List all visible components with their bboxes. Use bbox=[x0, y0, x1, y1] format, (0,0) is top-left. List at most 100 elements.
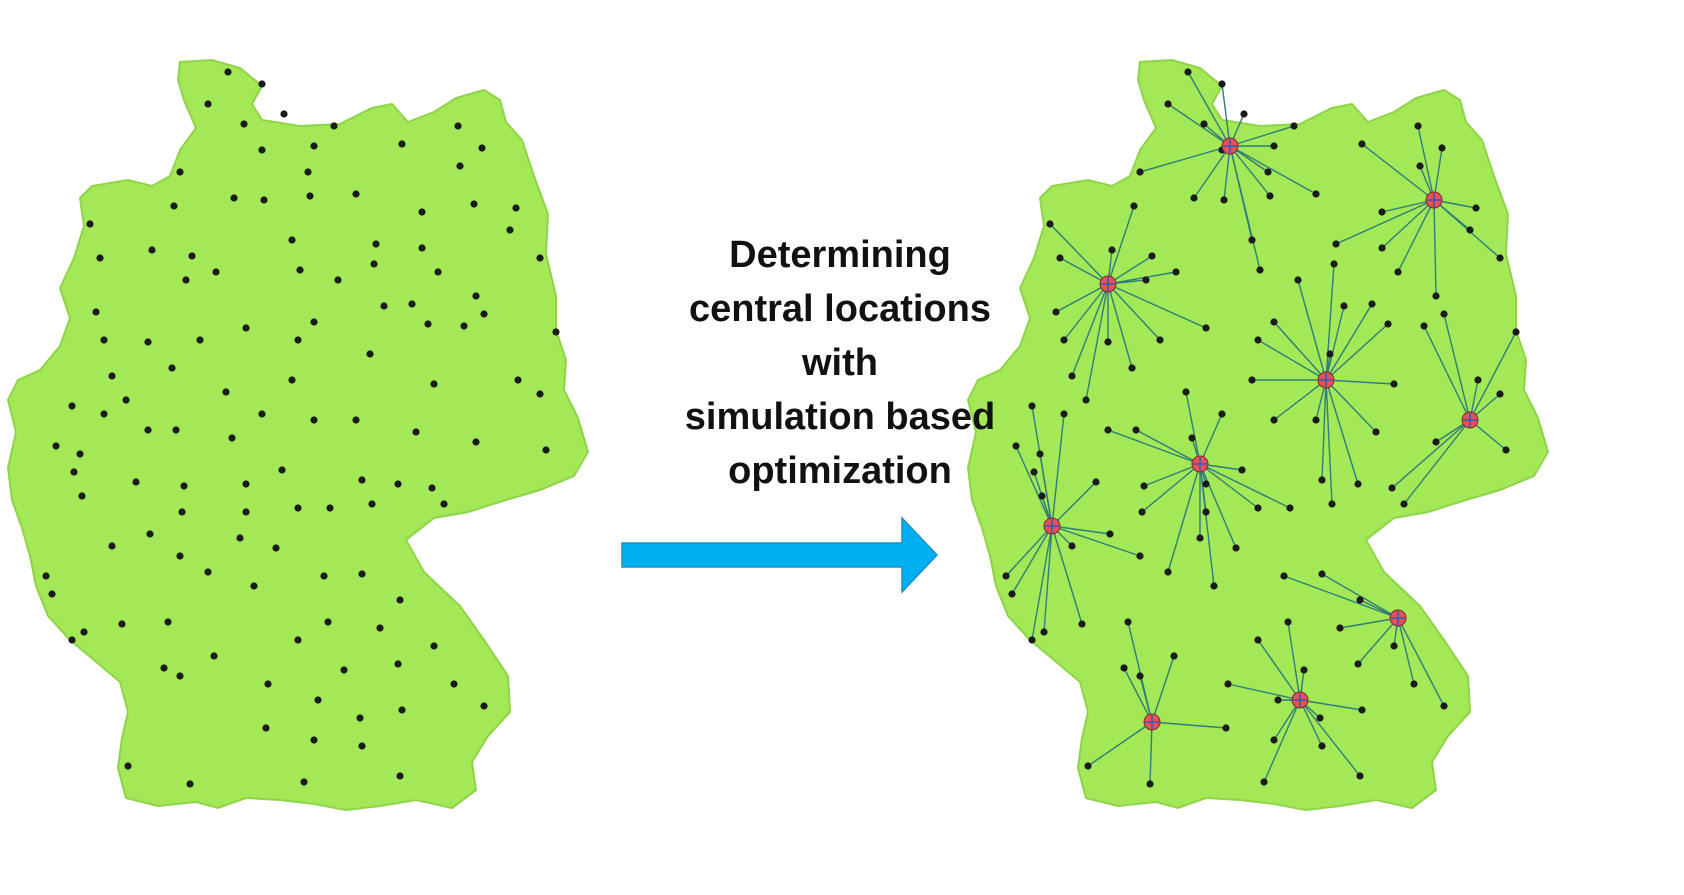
hub-link-line bbox=[1043, 525, 1053, 633]
hub-link-line bbox=[1199, 463, 1259, 509]
location-point bbox=[460, 322, 468, 330]
location-point bbox=[1124, 618, 1132, 626]
location-point bbox=[1496, 254, 1504, 262]
location-point bbox=[1274, 696, 1282, 704]
location-point bbox=[1220, 196, 1228, 204]
location-point bbox=[1438, 144, 1446, 152]
location-point bbox=[1104, 426, 1112, 434]
location-point bbox=[1358, 140, 1366, 148]
location-point bbox=[210, 652, 218, 660]
location-point bbox=[1092, 478, 1100, 486]
hub-link-line bbox=[1381, 199, 1435, 249]
location-point bbox=[1036, 450, 1044, 458]
location-point bbox=[334, 276, 342, 284]
location-point bbox=[440, 500, 448, 508]
hub-link-line bbox=[1051, 525, 1111, 535]
location-point bbox=[264, 680, 272, 688]
location-point bbox=[132, 478, 140, 486]
location-point bbox=[430, 642, 438, 650]
location-point bbox=[68, 402, 76, 410]
location-point bbox=[1248, 236, 1256, 244]
location-point bbox=[358, 570, 366, 578]
location-point bbox=[122, 396, 130, 404]
hub-link-line bbox=[1087, 721, 1153, 767]
hub-link-line bbox=[1257, 639, 1301, 701]
hub-link-line bbox=[1049, 223, 1109, 285]
location-point bbox=[1136, 168, 1144, 176]
hub-link-line bbox=[1397, 617, 1445, 707]
location-point bbox=[434, 268, 442, 276]
location-point bbox=[1082, 396, 1090, 404]
hub-link-line bbox=[1151, 721, 1227, 729]
location-point bbox=[1108, 246, 1116, 254]
location-point bbox=[380, 302, 388, 310]
location-point bbox=[480, 310, 488, 318]
location-point bbox=[1224, 680, 1232, 688]
location-point bbox=[1028, 402, 1036, 410]
location-point bbox=[320, 572, 328, 580]
central-hub-marker bbox=[1221, 137, 1239, 155]
location-point bbox=[1340, 302, 1348, 310]
location-point bbox=[170, 202, 178, 210]
location-point bbox=[68, 636, 76, 644]
location-point bbox=[1384, 320, 1392, 328]
location-point bbox=[1286, 504, 1294, 512]
location-point bbox=[1420, 322, 1428, 330]
caption-line-2: central locations bbox=[689, 288, 991, 330]
location-point bbox=[178, 508, 186, 516]
central-hub-marker bbox=[1291, 691, 1309, 709]
location-point bbox=[294, 504, 302, 512]
location-point bbox=[306, 192, 314, 200]
location-point bbox=[1414, 122, 1422, 130]
location-point bbox=[1156, 336, 1164, 344]
location-point bbox=[294, 636, 302, 644]
location-point bbox=[1164, 100, 1172, 108]
location-point bbox=[204, 100, 212, 108]
location-point bbox=[314, 696, 322, 704]
hub-link-line bbox=[1005, 525, 1053, 577]
location-point bbox=[1496, 390, 1504, 398]
diagram-caption: Determining central locations with simul… bbox=[630, 228, 1050, 498]
central-hub-marker bbox=[1191, 455, 1209, 473]
hub-link-line bbox=[1417, 125, 1435, 201]
location-point bbox=[1060, 410, 1068, 418]
location-point bbox=[1196, 534, 1204, 542]
location-point bbox=[310, 142, 318, 150]
hub-link-line bbox=[1325, 379, 1377, 433]
location-point bbox=[186, 780, 194, 788]
location-point bbox=[1240, 110, 1248, 118]
location-point bbox=[1256, 266, 1264, 274]
location-point bbox=[356, 714, 364, 722]
location-point bbox=[340, 666, 348, 674]
location-point bbox=[1326, 350, 1334, 358]
hub-link-line bbox=[1423, 325, 1471, 421]
hub-link-line bbox=[1107, 271, 1177, 285]
hub-link-line bbox=[1107, 283, 1161, 341]
location-point bbox=[242, 508, 250, 516]
location-point bbox=[480, 702, 488, 710]
location-point bbox=[1128, 364, 1136, 372]
location-point bbox=[1254, 336, 1262, 344]
central-hub-marker bbox=[1389, 609, 1407, 627]
location-point bbox=[96, 254, 104, 262]
location-point bbox=[146, 530, 154, 538]
location-point bbox=[1254, 636, 1262, 644]
location-point bbox=[258, 410, 266, 418]
left-map bbox=[7, 59, 589, 811]
location-point bbox=[1130, 202, 1138, 210]
location-point bbox=[118, 620, 126, 628]
location-point bbox=[1078, 620, 1086, 628]
location-point bbox=[1472, 204, 1480, 212]
hub-link-line bbox=[1107, 283, 1133, 369]
location-point bbox=[1318, 742, 1326, 750]
location-point bbox=[1440, 310, 1448, 318]
hub-link-line bbox=[1229, 145, 1271, 197]
caption-line-4: simulation based bbox=[684, 396, 996, 438]
hub-link-line bbox=[1263, 699, 1301, 783]
location-point bbox=[1270, 142, 1278, 150]
location-point bbox=[358, 742, 366, 750]
location-point bbox=[176, 672, 184, 680]
location-point bbox=[212, 268, 220, 276]
location-point bbox=[1164, 568, 1172, 576]
hub-link-line bbox=[1325, 379, 1333, 505]
